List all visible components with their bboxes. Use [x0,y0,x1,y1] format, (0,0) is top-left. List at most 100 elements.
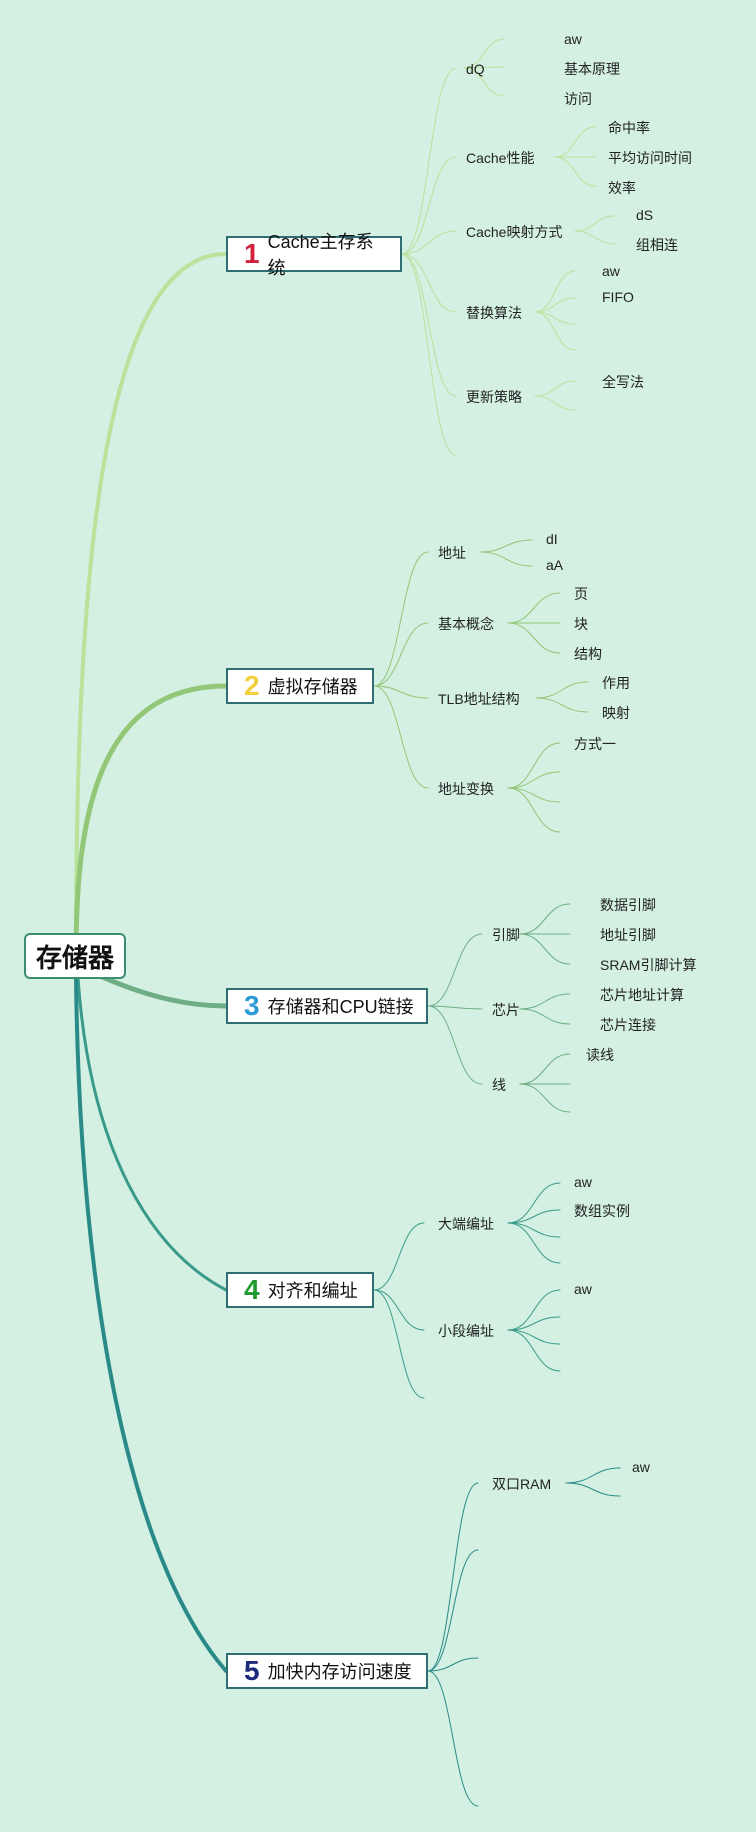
connector [401,156,457,255]
connector [554,126,596,158]
connector [565,1467,621,1484]
connector [507,592,561,624]
topic-big-endian[interactable]: 大端编址 [438,1216,494,1232]
connector [479,551,533,567]
connector [507,1316,561,1331]
leaf[interactable]: aA [546,557,564,573]
leaf[interactable]: 芯片地址计算 [600,987,684,1003]
connector [535,697,589,713]
connector [427,1482,479,1672]
leaf[interactable]: 组相连 [636,237,678,253]
root-label: 存储器 [35,942,114,973]
leaf[interactable]: 基本原理 [564,61,620,77]
connector [507,1182,561,1224]
leaf[interactable]: 效率 [608,180,636,196]
leaf[interactable]: 数组实例 [574,1203,630,1219]
leaf[interactable]: aw [632,1459,650,1475]
connector [574,230,616,245]
branch-number: 5 [244,1655,260,1686]
topic-update-policy[interactable]: 更新策略 [466,389,522,405]
connector [507,771,561,789]
topic-chip[interactable]: 芯片 [492,1002,520,1018]
connector [519,1008,571,1025]
connector [534,270,576,313]
branch-label: 虚拟存储器 [267,677,358,697]
branch-number: 2 [244,670,260,701]
leaf[interactable]: aw [574,1174,592,1190]
branch-memory-speed[interactable]: 5 加快内存访问速度 [226,1653,428,1689]
leaf[interactable]: aw [564,31,582,47]
root-to-branch-3 [97,973,229,1009]
connector [507,622,561,654]
branch-number: 3 [244,990,260,1021]
connector [373,1289,425,1399]
connector [519,903,571,935]
leaf[interactable]: aw [602,263,620,279]
connector [507,1329,561,1345]
topic-cache-mapping[interactable]: Cache映射方式 [466,224,563,240]
topic-little-endian[interactable]: 小段编址 [438,1323,494,1339]
leaf[interactable]: 数据引脚 [600,897,656,913]
connector [554,156,596,187]
leaf[interactable]: dI [546,531,558,547]
connector [373,1222,425,1291]
branch-number: 4 [244,1274,260,1305]
branch-number: 1 [244,238,260,269]
topic-pins[interactable]: 引脚 [492,927,520,943]
connector [373,551,429,687]
leaf[interactable]: 映射 [602,705,630,721]
connector [373,685,429,699]
leaf[interactable]: dS [636,207,654,223]
connector [519,993,571,1010]
topic-address-translation[interactable]: 地址变换 [438,781,494,797]
connector [401,253,457,456]
connector [507,1329,561,1372]
leaf[interactable]: FIFO [602,289,634,305]
leaf[interactable]: 地址引脚 [600,927,656,943]
topic-tlb[interactable]: TLB地址结构 [438,691,520,707]
connector [401,253,457,313]
leaf[interactable]: 块 [574,616,588,632]
topic-line[interactable]: 线 [492,1077,506,1093]
topic-replacement[interactable]: 替换算法 [466,305,522,321]
leaf[interactable]: 命中率 [608,120,650,136]
root-node[interactable]: 存储器 [24,933,126,979]
connector [519,1083,571,1113]
connector [507,1289,561,1331]
topic-cache-performance[interactable]: Cache性能 [466,150,535,166]
topic-address[interactable]: 地址 [438,545,466,561]
branch-label: 对齐和编址 [267,1281,358,1301]
branch-cache[interactable]: 1 Cache主存系统 [226,232,402,278]
leaf[interactable]: 平均访问时间 [608,150,692,166]
connector [427,1657,479,1672]
connector [507,1222,561,1238]
topic-basic-concepts[interactable]: 基本概念 [438,616,494,632]
leaf[interactable]: 页 [574,586,588,602]
connector [463,67,505,97]
leaf[interactable]: 全写法 [602,374,644,390]
topic-dual-port-ram[interactable]: 双口RAM [492,1476,552,1492]
connector [463,38,505,69]
branch-label: 加快内存访问速度 [267,1662,412,1682]
connector [401,230,457,255]
leaf[interactable]: 结构 [574,646,602,662]
connector [507,787,561,833]
leaf[interactable]: 芯片连接 [600,1017,656,1033]
branch-alignment[interactable]: 4 对齐和编址 [226,1272,374,1308]
leaf[interactable]: 作用 [602,675,630,691]
leaf[interactable]: aw [574,1281,592,1297]
leaf[interactable]: 方式一 [574,736,616,752]
branch-memory-cpu[interactable]: 3 存储器和CPU链接 [226,988,428,1024]
connector [534,380,576,397]
connector [463,66,505,69]
leaf[interactable]: 读线 [586,1047,614,1063]
leaf[interactable]: 访问 [564,91,592,107]
connector [565,1482,621,1497]
connector [373,685,429,789]
leaf[interactable]: SRAM引脚计算 [600,957,697,973]
root-to-branch-4 [76,976,228,1292]
topic-dq[interactable]: dQ [466,61,485,77]
branch-virtual-memory[interactable]: 2 虚拟存储器 [226,668,374,704]
